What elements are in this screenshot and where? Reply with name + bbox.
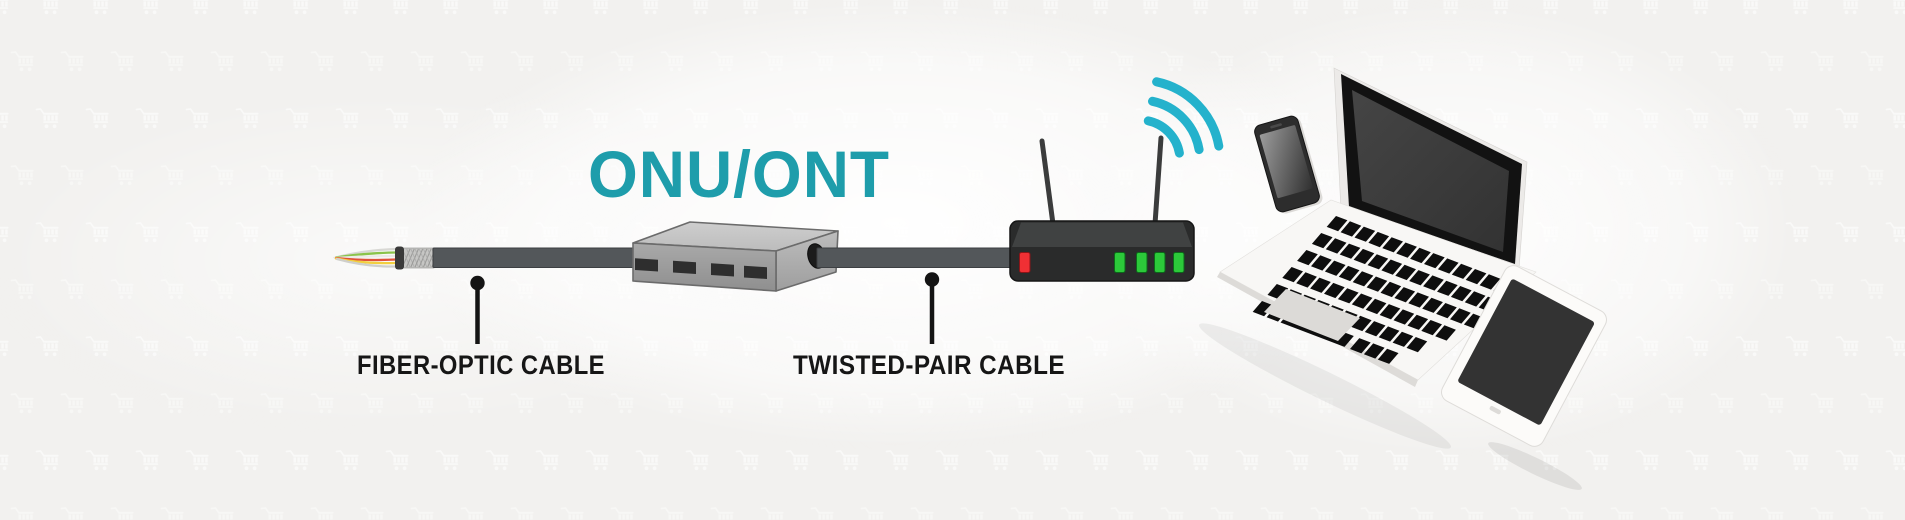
- laptop-screen: [1352, 90, 1509, 252]
- callout-dot: [470, 275, 485, 291]
- keyboard-key: [1363, 343, 1385, 359]
- keyboard-key: [1422, 297, 1443, 313]
- port-4: [744, 265, 767, 279]
- keyboard-key: [1465, 269, 1487, 285]
- phone-screen: [1259, 125, 1313, 199]
- keyboard-key: [1366, 276, 1388, 292]
- cable-collar: [395, 246, 404, 270]
- keyboard-key: [1396, 242, 1417, 258]
- keyboard-key: [1352, 271, 1374, 287]
- wifi-router: [1009, 135, 1195, 282]
- keyboard-key: [1340, 221, 1362, 237]
- router-led-green-3: [1154, 252, 1166, 273]
- keyboard-key: [1296, 272, 1317, 288]
- keyboard-key: [1252, 301, 1274, 317]
- fiber-strands: [333, 247, 398, 268]
- keyboard-key: [1393, 309, 1415, 325]
- keyboard-key: [1379, 304, 1401, 320]
- page-title: ONU/ONT: [588, 137, 890, 211]
- laptop-trackpad: [1264, 289, 1360, 341]
- laptop-shadow: [1199, 323, 1451, 449]
- box-front-face: [632, 242, 777, 292]
- keyboard-key: [1437, 258, 1459, 274]
- keyboard-key: [1424, 253, 1445, 269]
- port-3: [711, 263, 734, 277]
- keyboard-key: [1451, 263, 1473, 279]
- keyboard-key: [1394, 287, 1416, 303]
- keyboard-key: [1267, 284, 1289, 300]
- keyboard-key: [1408, 292, 1429, 308]
- router-led-green-4: [1173, 252, 1185, 273]
- keyboard-key: [1421, 320, 1442, 336]
- phone-earpiece: [1270, 123, 1282, 129]
- tablet-shadow: [1488, 442, 1582, 490]
- keyboard-key: [1324, 282, 1345, 299]
- router-antenna-right: [1152, 135, 1164, 227]
- keyboard-key: [1325, 238, 1347, 254]
- router-led-green-2: [1136, 252, 1148, 273]
- tablet: [1441, 265, 1607, 447]
- keyboard-key: [1406, 337, 1428, 353]
- fiber-cable-jacket: [432, 247, 635, 268]
- keyboard-key: [1326, 216, 1348, 232]
- router-top-face: [1012, 222, 1192, 247]
- keyboard-key: [1450, 308, 1471, 324]
- keyboard-key: [1381, 259, 1403, 275]
- twisted-pair-cable: [816, 247, 1014, 268]
- keyboard-key: [1377, 348, 1399, 364]
- wifi-signal-icon: [1143, 77, 1224, 158]
- keyboard-key: [1368, 231, 1390, 248]
- keyboard-key: [1395, 264, 1416, 281]
- callout-dot: [924, 272, 940, 287]
- keyboard-key: [1436, 303, 1457, 319]
- twisted-pair-cable-label: TWISTED-PAIR CABLE: [793, 350, 1065, 380]
- keyboard-key: [1392, 331, 1414, 347]
- keyboard-key: [1339, 243, 1361, 259]
- fiber-optic-cable: [333, 246, 635, 270]
- keyboard-key: [1450, 286, 1472, 302]
- keyboard-key: [1282, 267, 1303, 283]
- keyboard-key: [1350, 315, 1372, 332]
- router-antenna-left: [1039, 138, 1056, 227]
- keyboard-key: [1364, 321, 1386, 337]
- keyboard-key: [1367, 254, 1389, 270]
- keyboard-key: [1338, 265, 1360, 282]
- keyboard-key: [1378, 326, 1400, 342]
- keyboard-key: [1311, 233, 1333, 249]
- laptop: [1217, 67, 1537, 387]
- fiber-optic-cable-label: FIBER-OPTIC CABLE: [357, 350, 605, 380]
- tablet-home-indicator: [1489, 405, 1501, 415]
- keyboard-key: [1407, 314, 1429, 330]
- callout-twisted-pair: TWISTED-PAIR CABLE: [793, 272, 1065, 380]
- keyboard-key: [1380, 281, 1402, 298]
- keyboard-key: [1437, 280, 1458, 296]
- keyboard-key: [1337, 288, 1359, 304]
- keyboard-key: [1409, 270, 1430, 286]
- keyboard-key: [1310, 277, 1331, 293]
- keyboard-key: [1297, 250, 1318, 266]
- keyboard-key: [1410, 247, 1431, 264]
- smartphone: [1254, 115, 1323, 214]
- port-1: [635, 258, 658, 272]
- keyboard-key: [1365, 298, 1387, 315]
- router-led-green-1: [1114, 252, 1126, 273]
- port-2: [673, 260, 696, 274]
- keyboard-key: [1354, 226, 1376, 242]
- keyboard-key: [1423, 275, 1444, 291]
- tablet-screen: [1458, 279, 1595, 425]
- keyboard-key: [1435, 325, 1456, 341]
- keyboard-key: [1353, 248, 1375, 265]
- keyboard-key: [1382, 237, 1403, 253]
- keyboard-key: [1350, 338, 1371, 354]
- keyboard-key: [1479, 274, 1501, 290]
- keyboard-key: [1464, 291, 1486, 307]
- router-led-red: [1019, 252, 1031, 273]
- keyboard-key: [1311, 255, 1332, 271]
- keyboard-key: [1351, 293, 1373, 309]
- onu-ont-box: [632, 221, 839, 292]
- keyboard-key: [1324, 260, 1346, 276]
- callout-fiber-optic: FIBER-OPTIC CABLE: [357, 275, 605, 380]
